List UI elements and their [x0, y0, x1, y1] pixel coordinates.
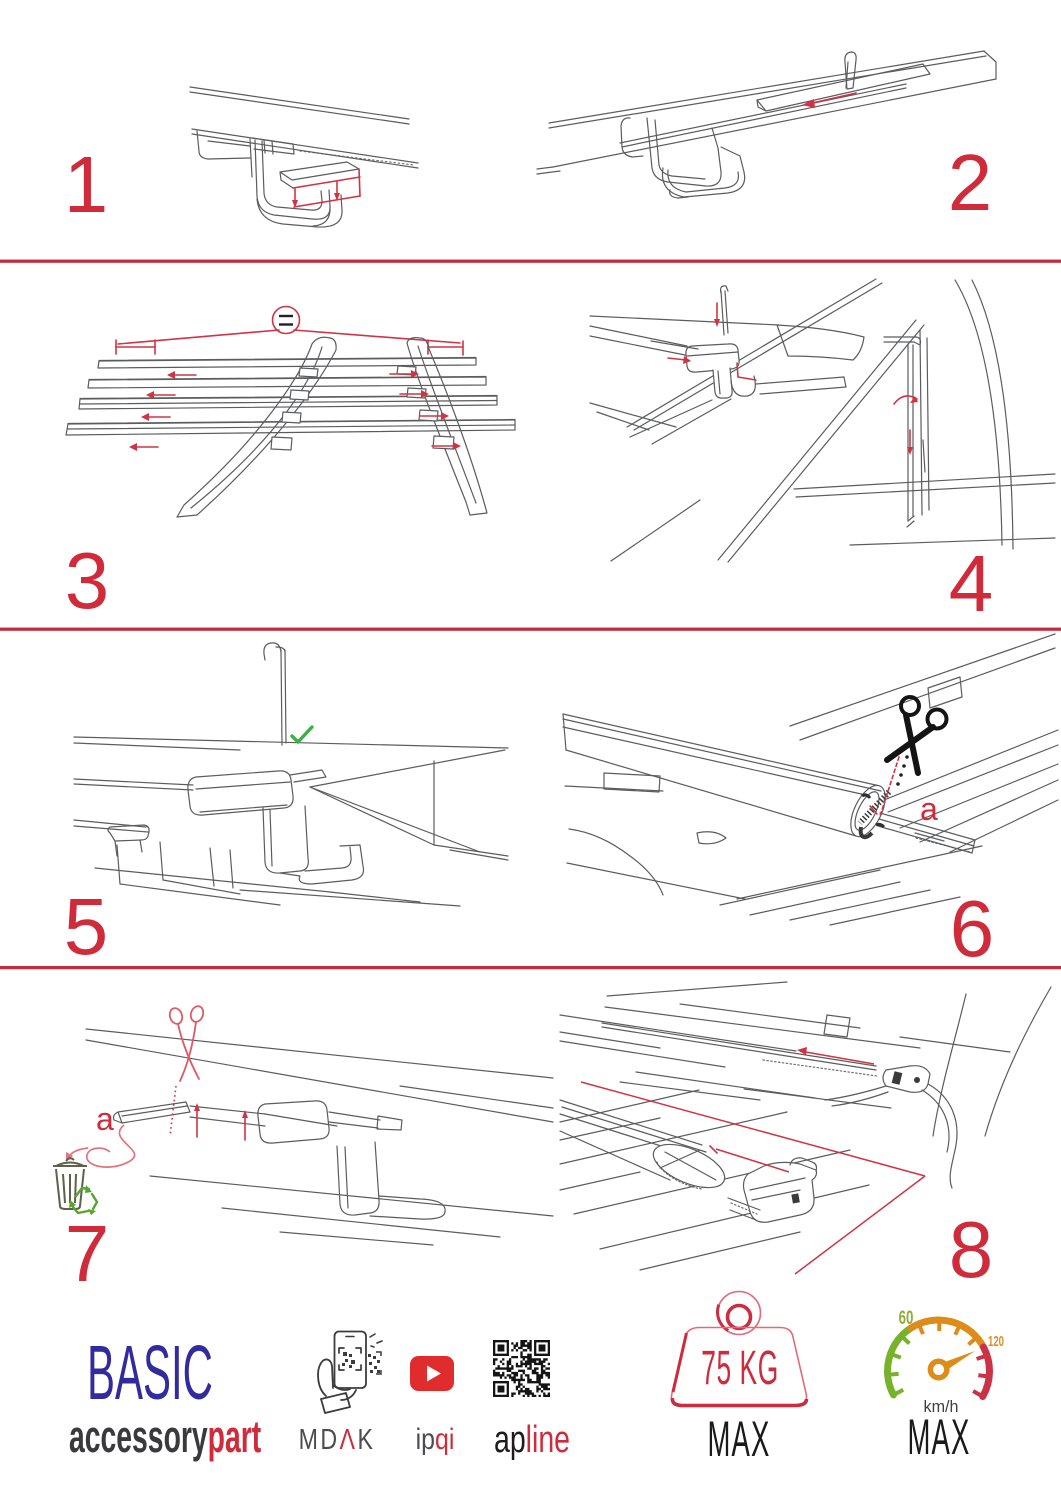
svg-text:1: 1: [64, 140, 109, 229]
svg-text:7: 7: [65, 1209, 110, 1298]
svg-text:3: 3: [65, 536, 110, 625]
svg-text:ipqi: ipqi: [416, 1422, 455, 1456]
svg-text:MDΛK: MDΛK: [299, 1422, 376, 1455]
svg-text:4: 4: [949, 539, 994, 628]
svg-text:75 KG: 75 KG: [701, 1342, 779, 1395]
svg-text:a: a: [96, 1101, 114, 1137]
svg-text:BASIC: BASIC: [87, 1331, 213, 1417]
svg-text:6: 6: [950, 884, 995, 973]
svg-text:5: 5: [64, 882, 109, 971]
svg-text:apline: apline: [494, 1419, 570, 1461]
svg-text:a: a: [920, 791, 938, 827]
svg-text:120: 120: [988, 1333, 1004, 1350]
svg-text:60: 60: [899, 1308, 914, 1329]
svg-text:MAX: MAX: [708, 1410, 771, 1467]
svg-text:2: 2: [948, 138, 993, 227]
svg-text:8: 8: [949, 1205, 994, 1294]
svg-text:accessorypart: accessorypart: [69, 1411, 262, 1461]
svg-text:MAX: MAX: [908, 1408, 971, 1465]
svg-text:km/h: km/h: [923, 1397, 958, 1416]
